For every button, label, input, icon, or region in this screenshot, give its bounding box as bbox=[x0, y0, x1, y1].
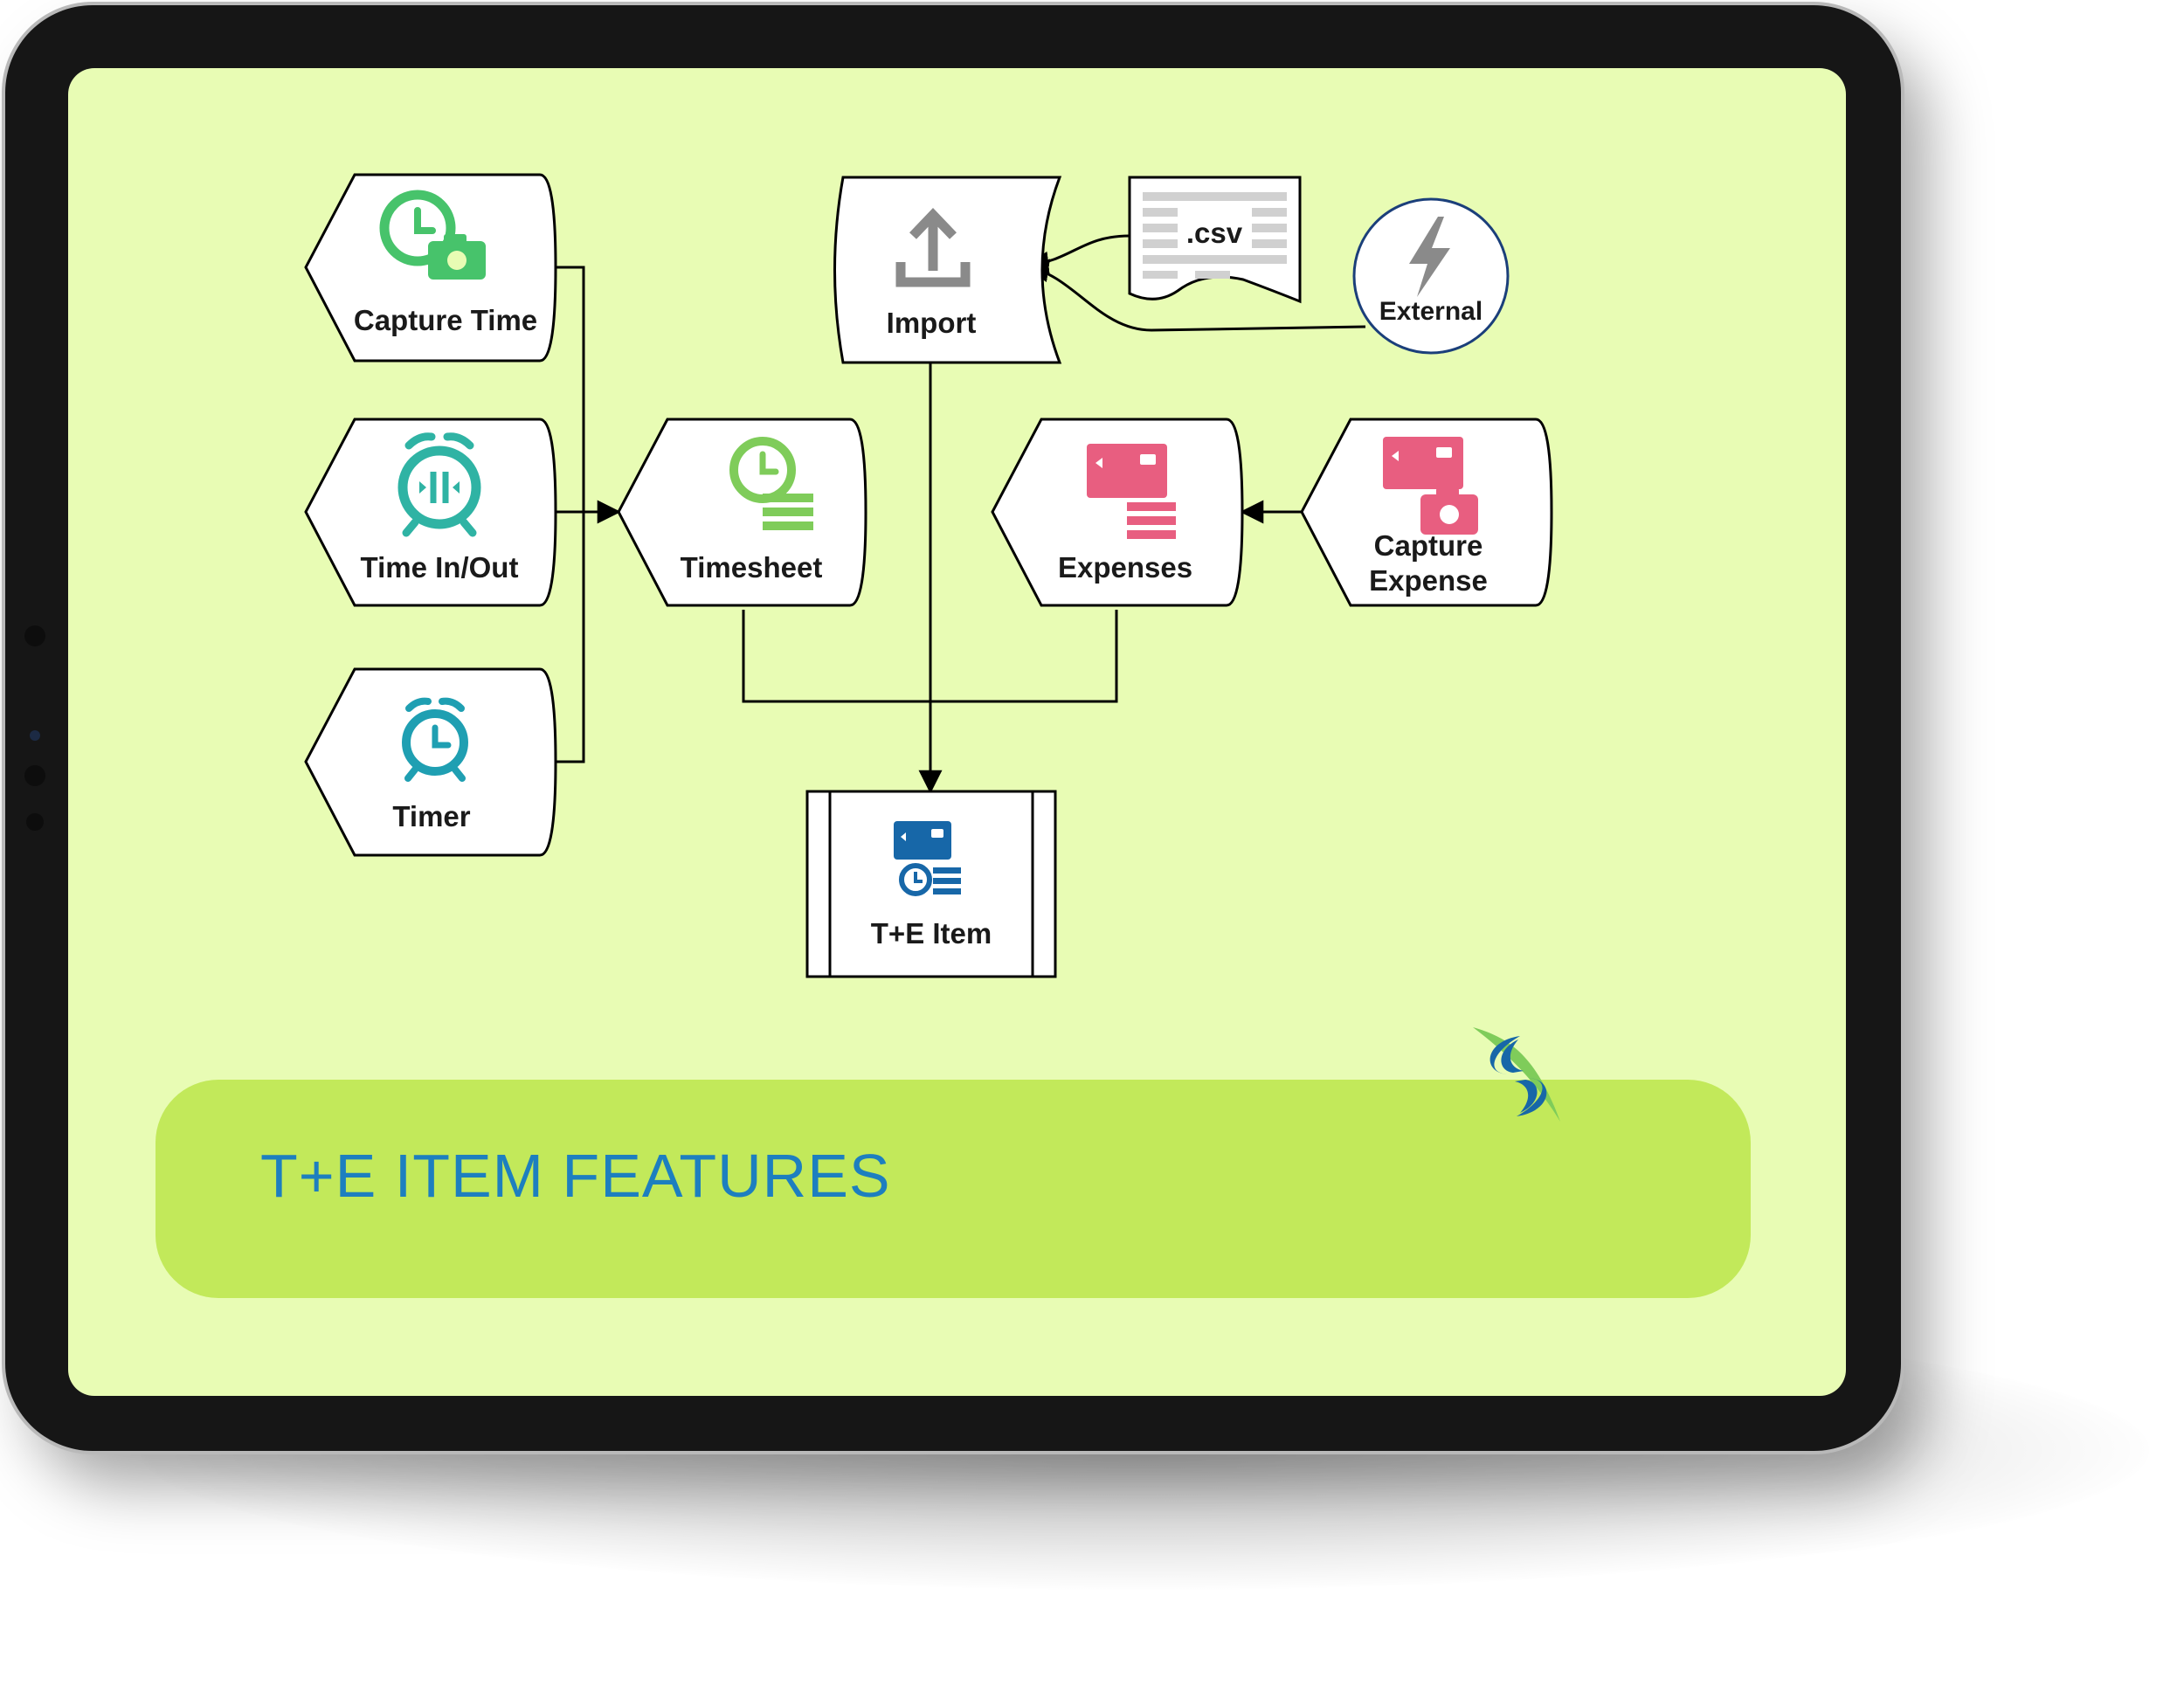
node-external[interactable]: External bbox=[1352, 197, 1510, 355]
features-banner: T+E ITEM FEATURES bbox=[156, 1080, 1751, 1298]
node-time-in-out-shape bbox=[304, 418, 557, 607]
alarm-clock-in-out-icon bbox=[397, 432, 481, 537]
node-external-label: External bbox=[1379, 297, 1482, 326]
node-timesheet[interactable]: Timesheet bbox=[617, 418, 867, 607]
node-time-in-out[interactable]: Time In/Out bbox=[304, 418, 557, 607]
node-csv-label: .csv bbox=[1186, 217, 1243, 249]
node-import[interactable]: Import bbox=[833, 176, 1062, 364]
node-import-shape bbox=[833, 176, 1062, 364]
node-csv[interactable]: .csv bbox=[1128, 176, 1302, 304]
node-te-item-label: T+E Item bbox=[871, 917, 992, 950]
banner-title: T+E ITEM FEATURES bbox=[260, 1142, 891, 1210]
side-button bbox=[24, 765, 45, 786]
camera-dot bbox=[30, 730, 40, 741]
node-capture-time-label: Capture Time bbox=[354, 304, 537, 336]
card-clock-list-icon bbox=[894, 821, 961, 896]
tablet-screen: Capture Time Time In/Out bbox=[68, 68, 1846, 1396]
connectors bbox=[556, 234, 1366, 794]
node-time-in-out-label: Time In/Out bbox=[361, 551, 519, 584]
csv-file-icon bbox=[1143, 192, 1287, 279]
upload-icon bbox=[895, 208, 971, 287]
side-button bbox=[24, 625, 45, 646]
node-timesheet-label: Timesheet bbox=[681, 551, 823, 584]
alarm-clock-icon bbox=[402, 697, 468, 782]
tablet-frame: Capture Time Time In/Out bbox=[5, 5, 1901, 1451]
connector-timer bbox=[556, 512, 585, 763]
connector-capture-time bbox=[556, 266, 585, 512]
clock-camera-icon bbox=[379, 190, 486, 280]
connector-timesheet-merge bbox=[742, 610, 1118, 703]
node-timer[interactable]: Timer bbox=[304, 667, 557, 857]
side-button bbox=[26, 813, 44, 831]
card-list-icon bbox=[1087, 444, 1176, 539]
connector-external-to-import bbox=[1025, 259, 1366, 332]
node-capture-time[interactable]: Capture Time bbox=[304, 173, 557, 363]
node-timer-shape bbox=[304, 667, 557, 857]
node-expenses-label: Expenses bbox=[1058, 551, 1192, 584]
node-capture-expense-label-line2: Expense bbox=[1369, 564, 1488, 597]
workflow-diagram: Capture Time Time In/Out bbox=[304, 173, 1553, 978]
node-te-item[interactable]: T+E Item bbox=[805, 790, 1057, 978]
node-import-label: Import bbox=[887, 307, 977, 339]
clock-list-icon bbox=[729, 437, 813, 530]
node-capture-expense-label-line1: Capture bbox=[1374, 529, 1483, 562]
company-logo-icon bbox=[1473, 1027, 1560, 1122]
node-capture-expense[interactable]: Capture Expense bbox=[1300, 418, 1553, 607]
node-expenses-shape bbox=[991, 418, 1244, 607]
card-camera-icon bbox=[1383, 437, 1478, 535]
node-timer-label: Timer bbox=[392, 800, 470, 832]
node-timesheet-shape bbox=[617, 418, 867, 607]
node-expenses[interactable]: Expenses bbox=[991, 418, 1244, 607]
lightning-icon bbox=[1409, 217, 1450, 297]
